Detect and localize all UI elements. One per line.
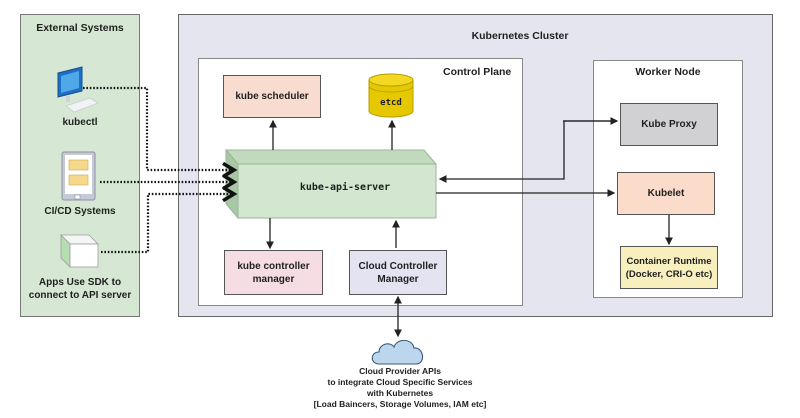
sdk-apps-label-line2: connect to API server bbox=[28, 290, 132, 301]
etcd-label: etcd bbox=[380, 98, 402, 108]
kube-scheduler-box: kube scheduler bbox=[223, 75, 321, 118]
kube-proxy-label: Kube Proxy bbox=[641, 119, 697, 130]
container-runtime-line1: Container Runtime bbox=[626, 255, 712, 267]
container-runtime-line2: (Docker, CRI-O etc) bbox=[625, 268, 713, 280]
cloud-provider-line2: to integrate Cloud Specific Services bbox=[327, 377, 473, 387]
container-runtime-box: Container Runtime (Docker, CRI-O etc) bbox=[620, 246, 718, 289]
kubectl-label: kubectl bbox=[62, 117, 98, 128]
cloud-provider-line3: with Kubernetes bbox=[366, 388, 434, 398]
kubernetes-cluster-title: Kubernetes Cluster bbox=[471, 30, 569, 42]
cloud-controller-manager-box: Cloud Controller Manager bbox=[349, 250, 447, 295]
etcd-cylinder bbox=[368, 73, 414, 118]
sdk-apps-label: Apps Use SDK to connect to API server bbox=[20, 276, 140, 302]
kube-scheduler-label: kube scheduler bbox=[235, 91, 309, 102]
cloud-provider-line4: [Load Baincers, Storage Volumes, IAM etc… bbox=[313, 399, 487, 409]
external-connectors bbox=[83, 86, 238, 254]
tablet-icon bbox=[61, 151, 96, 201]
internal-connectors bbox=[266, 117, 673, 338]
kube-controller-manager-box: kube controller manager bbox=[224, 250, 323, 295]
kube-api-server-label: kube-api-server bbox=[299, 182, 391, 193]
cloud-provider-line1: Cloud Provider APIs bbox=[359, 366, 441, 376]
kcm-label-line2: manager bbox=[252, 273, 295, 285]
kube-proxy-box: Kube Proxy bbox=[620, 103, 718, 146]
worker-node-title: Worker Node bbox=[635, 66, 701, 78]
ccm-label-line2: Manager bbox=[377, 273, 419, 285]
kubelet-box: Kubelet bbox=[617, 172, 715, 215]
kube-api-server-block bbox=[224, 148, 438, 220]
desktop-computer-icon bbox=[57, 66, 99, 113]
cicd-systems-label: CI/CD Systems bbox=[44, 206, 116, 217]
kubelet-label: Kubelet bbox=[647, 188, 685, 199]
kcm-label-line1: kube controller bbox=[237, 260, 310, 272]
cube-icon bbox=[60, 234, 99, 268]
sdk-apps-label-line1: Apps Use SDK to bbox=[38, 277, 122, 288]
control-plane-title: Control Plane bbox=[443, 66, 512, 78]
cloud-provider-description: Cloud Provider APIs to integrate Cloud S… bbox=[250, 366, 550, 410]
cloud-icon bbox=[371, 339, 424, 365]
external-systems-title: External Systems bbox=[36, 22, 124, 34]
ccm-label-line1: Cloud Controller bbox=[358, 260, 438, 272]
